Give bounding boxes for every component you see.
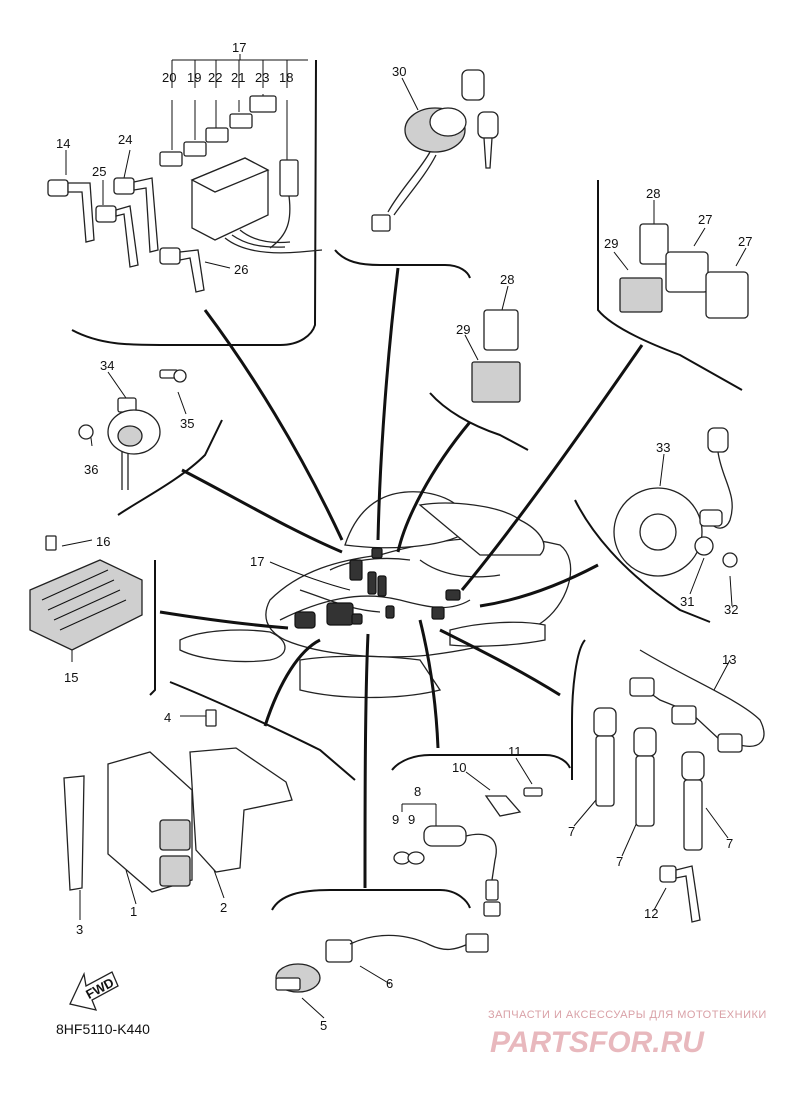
callout-26: 26 xyxy=(234,262,248,277)
callout-16: 16 xyxy=(96,534,110,549)
callout-27-right: 27 xyxy=(738,234,752,249)
callout-30: 30 xyxy=(392,64,406,79)
callout-labels: 17 20 19 22 21 23 18 14 24 25 26 30 28 2… xyxy=(56,40,752,1033)
callout-9-left: 9 xyxy=(392,812,399,827)
callout-33: 33 xyxy=(656,440,670,455)
panel-fuse-box-group xyxy=(47,54,323,346)
callout-34: 34 xyxy=(100,358,114,373)
callout-19: 19 xyxy=(187,70,201,85)
panel-ecu-group xyxy=(63,681,356,920)
callout-6: 6 xyxy=(386,976,393,991)
callout-15: 15 xyxy=(64,670,78,685)
panel-speed-sensor-group xyxy=(391,754,571,917)
callout-31: 31 xyxy=(680,594,694,609)
callout-35: 35 xyxy=(180,416,194,431)
panel-ignition-coil-group xyxy=(571,639,765,923)
callout-7-right: 7 xyxy=(726,836,733,851)
panel-horn-group xyxy=(78,369,223,516)
callout-32: 32 xyxy=(724,602,738,617)
panel-relay-group-2 xyxy=(429,285,529,451)
callout-28-right: 28 xyxy=(646,186,660,201)
callout-11: 11 xyxy=(508,744,522,759)
panel-relay-group xyxy=(597,180,749,391)
callout-29-mid: 29 xyxy=(456,322,470,337)
callout-21: 21 xyxy=(231,70,245,85)
callout-12: 12 xyxy=(644,906,658,921)
callout-20: 20 xyxy=(162,70,176,85)
callout-13: 13 xyxy=(722,652,736,667)
watermark-brand: PARTSFOR.RU xyxy=(490,1026,705,1059)
watermark-tagline: ЗАПЧАСТИ И АКСЕССУАРЫ ДЛЯ МОТОТЕХНИКИ xyxy=(488,1009,767,1021)
callout-5: 5 xyxy=(320,1018,327,1033)
callout-17-top: 17 xyxy=(232,40,246,55)
callout-24: 24 xyxy=(118,132,132,147)
callout-7-mid: 7 xyxy=(616,854,623,869)
diagram-code: 8HF5110-K440 xyxy=(56,1021,150,1037)
callout-14: 14 xyxy=(56,136,70,151)
callout-17-mid: 17 xyxy=(250,554,264,569)
callout-3: 3 xyxy=(76,922,83,937)
callout-8: 8 xyxy=(414,784,421,799)
callout-7-left: 7 xyxy=(568,824,575,839)
callout-25: 25 xyxy=(92,164,106,179)
panel-sensor-group xyxy=(271,889,489,1019)
callout-36: 36 xyxy=(84,462,98,477)
callout-9-right: 9 xyxy=(408,812,415,827)
vehicle-body xyxy=(179,491,572,699)
callout-10: 10 xyxy=(452,760,466,775)
fwd-arrow-icon: FWD xyxy=(69,971,119,1011)
callout-28-mid: 28 xyxy=(500,272,514,287)
fwd-label: FWD xyxy=(83,975,116,1002)
callout-4: 4 xyxy=(164,710,171,725)
panel-pickup-group xyxy=(574,427,738,623)
callout-23: 23 xyxy=(255,70,269,85)
callout-27-left: 27 xyxy=(698,212,712,227)
panel-main-switch-group xyxy=(334,69,499,279)
watermark: ЗАПЧАСТИ И АКСЕССУАРЫ ДЛЯ МОТОТЕХНИКИ PA… xyxy=(488,1009,767,1059)
callout-2: 2 xyxy=(220,900,227,915)
callout-22: 22 xyxy=(208,70,222,85)
callout-1: 1 xyxy=(130,904,137,919)
panel-regulator-group xyxy=(29,535,156,696)
callout-29-right: 29 xyxy=(604,236,618,251)
connector-rays xyxy=(159,267,644,889)
callout-18: 18 xyxy=(279,70,293,85)
